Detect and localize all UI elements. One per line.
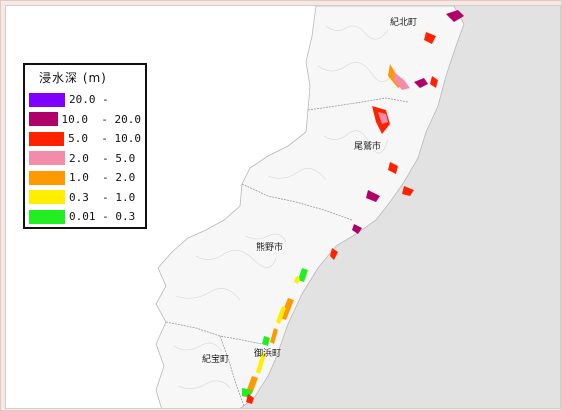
inundation-patches <box>242 10 464 404</box>
legend-swatch <box>29 112 58 127</box>
legend-row: 2.0 - 5.0 <box>29 149 141 169</box>
legend-label: 10.0 - 20.0 <box>61 112 141 126</box>
place-label-kihoku: 紀北町 <box>390 18 418 28</box>
legend-swatch <box>29 131 65 146</box>
boundary-line <box>241 183 353 221</box>
legend-swatch <box>29 190 65 205</box>
legend-row: 10.0 - 20.0 <box>29 110 141 130</box>
boundary-line <box>307 97 409 111</box>
map-legend: 浸水深 (m) 20.0 - 10.0 - 20.0 5.0 - 10.0 2.0 -… <box>23 63 147 229</box>
legend-row: 20.0 - <box>29 90 141 110</box>
legend-swatch <box>29 92 65 107</box>
legend-title: 浸水深 (m) <box>39 71 107 85</box>
boundary-line <box>219 335 245 407</box>
place-label-kumano: 熊野市 <box>256 243 284 253</box>
legend-swatch <box>29 151 65 166</box>
place-label-kiho: 紀宝町 <box>202 355 230 365</box>
legend-label: 1.0 - 2.0 <box>69 171 136 185</box>
legend-row: 5.0 - 10.0 <box>29 129 141 149</box>
legend-row: 0.3 - 1.0 <box>29 188 141 208</box>
land-area <box>155 6 465 408</box>
place-label-mihama: 御浜町 <box>254 349 282 359</box>
inundation-map[interactable]: 紀北町 尾鷲市 熊野市 御浜町 紀宝町 <box>5 5 561 409</box>
legend-label: 5.0 - 10.0 <box>68 132 141 146</box>
legend-row: 1.0 - 2.0 <box>29 168 141 188</box>
terrain-texture <box>173 25 397 389</box>
legend-swatch <box>29 170 65 185</box>
sea-area <box>240 6 560 408</box>
legend-label: 0.3 - 1.0 <box>69 190 136 204</box>
legend-row: 0.01 - 0.3 <box>29 207 141 227</box>
place-label-owase: 尾鷲市 <box>354 142 382 152</box>
legend-label: 20.0 - <box>69 93 109 107</box>
legend-label: 2.0 - 5.0 <box>69 151 136 165</box>
legend-rows: 20.0 - 10.0 - 20.0 5.0 - 10.0 2.0 - 5.0 1.0 … <box>29 90 141 227</box>
legend-swatch <box>29 209 65 224</box>
legend-label: 0.01 - 0.3 <box>69 210 136 224</box>
map-canvas <box>155 6 560 408</box>
